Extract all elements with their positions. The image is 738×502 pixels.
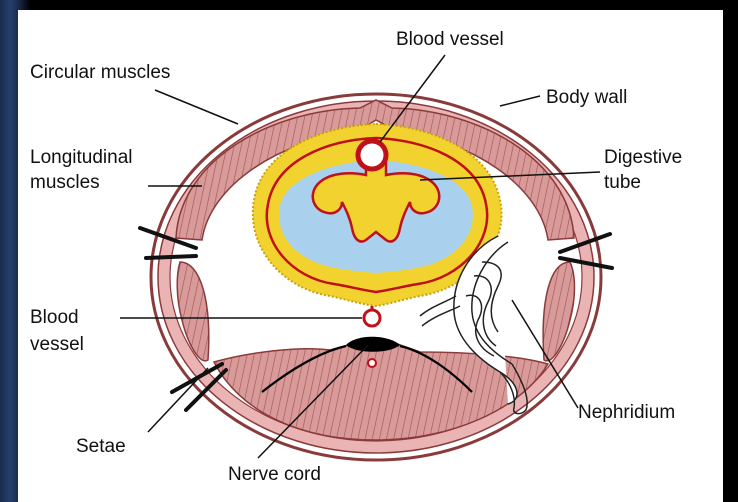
label-longitudinal-muscles-line1: Longitudinal [30, 147, 132, 168]
subneural-vessel [368, 359, 376, 367]
label-blood-vessel-top: Blood vessel [396, 29, 504, 50]
label-setae: Setae [76, 436, 126, 457]
label-blood-vessel-left-line1: Blood [30, 307, 79, 328]
dorsal-blood-vessel [358, 141, 386, 169]
label-blood-vessel-left-line2: vessel [30, 334, 84, 355]
ventral-blood-vessel [364, 310, 380, 326]
label-digestive-tube-line2: tube [604, 172, 641, 193]
label-nerve-cord: Nerve cord [228, 464, 321, 485]
label-nephridium: Nephridium [578, 402, 675, 423]
label-body-wall: Body wall [546, 87, 627, 108]
label-longitudinal-muscles-line2: muscles [30, 172, 100, 193]
label-circular-muscles: Circular muscles [30, 62, 170, 83]
label-digestive-tube-line1: Digestive [604, 147, 682, 168]
